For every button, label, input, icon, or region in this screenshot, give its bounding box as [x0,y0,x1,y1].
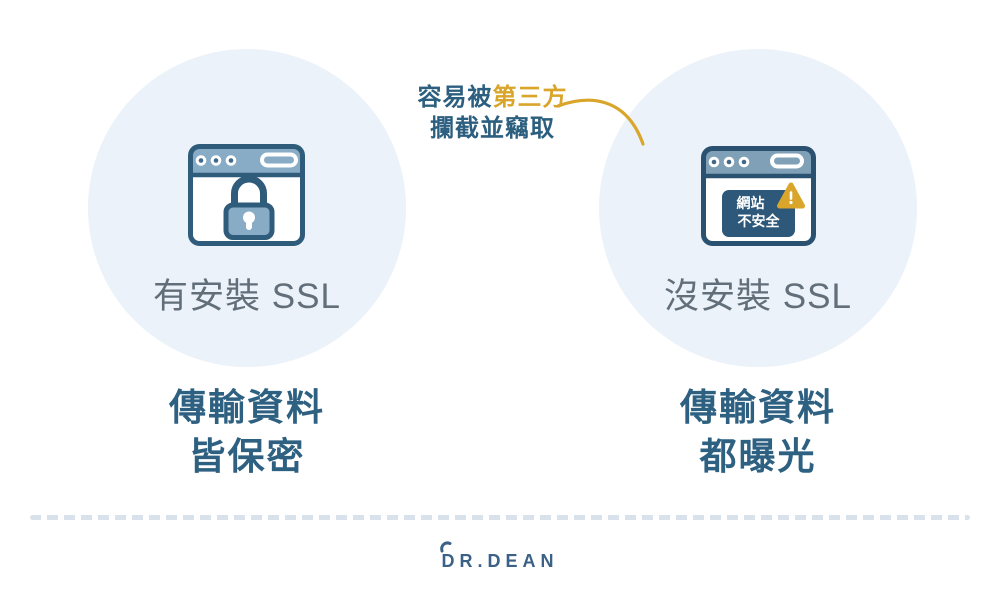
note-line1-highlight: 第三方 [492,84,568,111]
brand-logo: DR.DEAN [440,541,559,572]
interception-note: 容易被第三方 攔截並竊取 [375,82,610,144]
brand-name: DR.DEAN [441,551,559,571]
insecure-caption: 沒安裝 SSL [664,277,852,316]
note-line1: 容易被第三方 [418,84,568,111]
browser-window-warning-glyph [701,146,816,246]
secure-browser-padlock-icon [188,144,305,246]
insecure-result: 傳輸資料 都曝光 [599,383,917,481]
brand-footer: DR.DEAN [0,541,1000,572]
not-secure-badge-line1: 網站 [736,195,765,211]
dashed-divider [30,515,970,520]
stethoscope-accent-icon [440,541,452,553]
secure-result-line1: 傳輸資料 [169,387,325,428]
note-line2: 攔截並竊取 [430,115,555,142]
not-secure-badge-line2: 不安全 [737,212,780,229]
insecure-browser-warning-icon: 網站 不安全 [701,146,816,246]
alert-triangle-icon [777,182,805,209]
browser-window-lock-glyph [188,144,305,246]
not-secure-badge: 網站 不安全 [722,195,795,230]
secure-caption: 有安裝 SSL [153,277,341,316]
curved-arrow-icon [556,98,645,146]
secure-result-line2: 皆保密 [188,436,306,477]
note-line1-prefix: 容易被 [417,84,493,111]
secure-result: 傳輸資料 皆保密 [88,383,406,481]
insecure-result-line1: 傳輸資料 [680,387,836,428]
insecure-result-line2: 都曝光 [699,436,817,477]
